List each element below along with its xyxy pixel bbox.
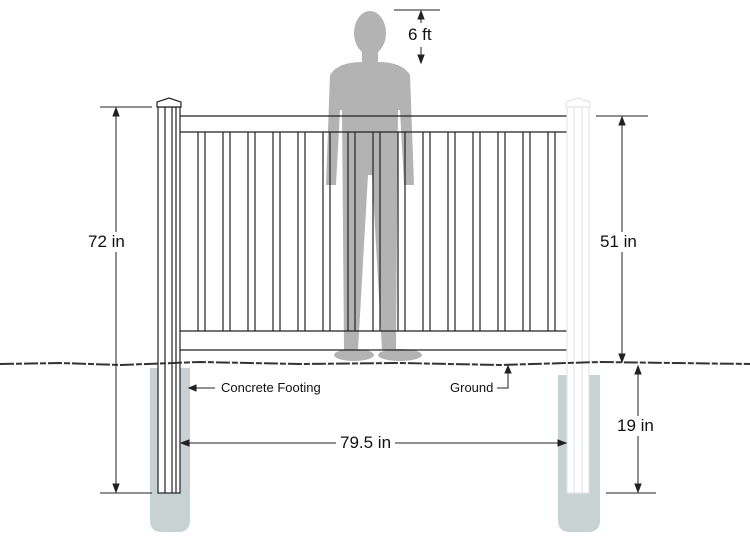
panel-height-label: 51 in	[600, 232, 637, 252]
right-post	[565, 97, 591, 494]
footing-leader	[187, 384, 215, 392]
pickets	[197, 132, 556, 331]
fence-panel	[180, 115, 567, 351]
post-spacing-label: 79.5 in	[336, 433, 396, 453]
person-height-label: 6 ft	[408, 23, 432, 47]
left-post	[156, 97, 182, 494]
person-silhouette	[326, 11, 422, 361]
ground-line	[0, 360, 750, 367]
post-depth-label: 19 in	[617, 416, 654, 436]
ground-leader	[497, 364, 512, 389]
post-height-label: 72 in	[88, 232, 125, 252]
ground-label: Ground	[450, 380, 494, 395]
post-height-dimension	[100, 106, 152, 494]
footing-label: Concrete Footing	[221, 380, 321, 395]
